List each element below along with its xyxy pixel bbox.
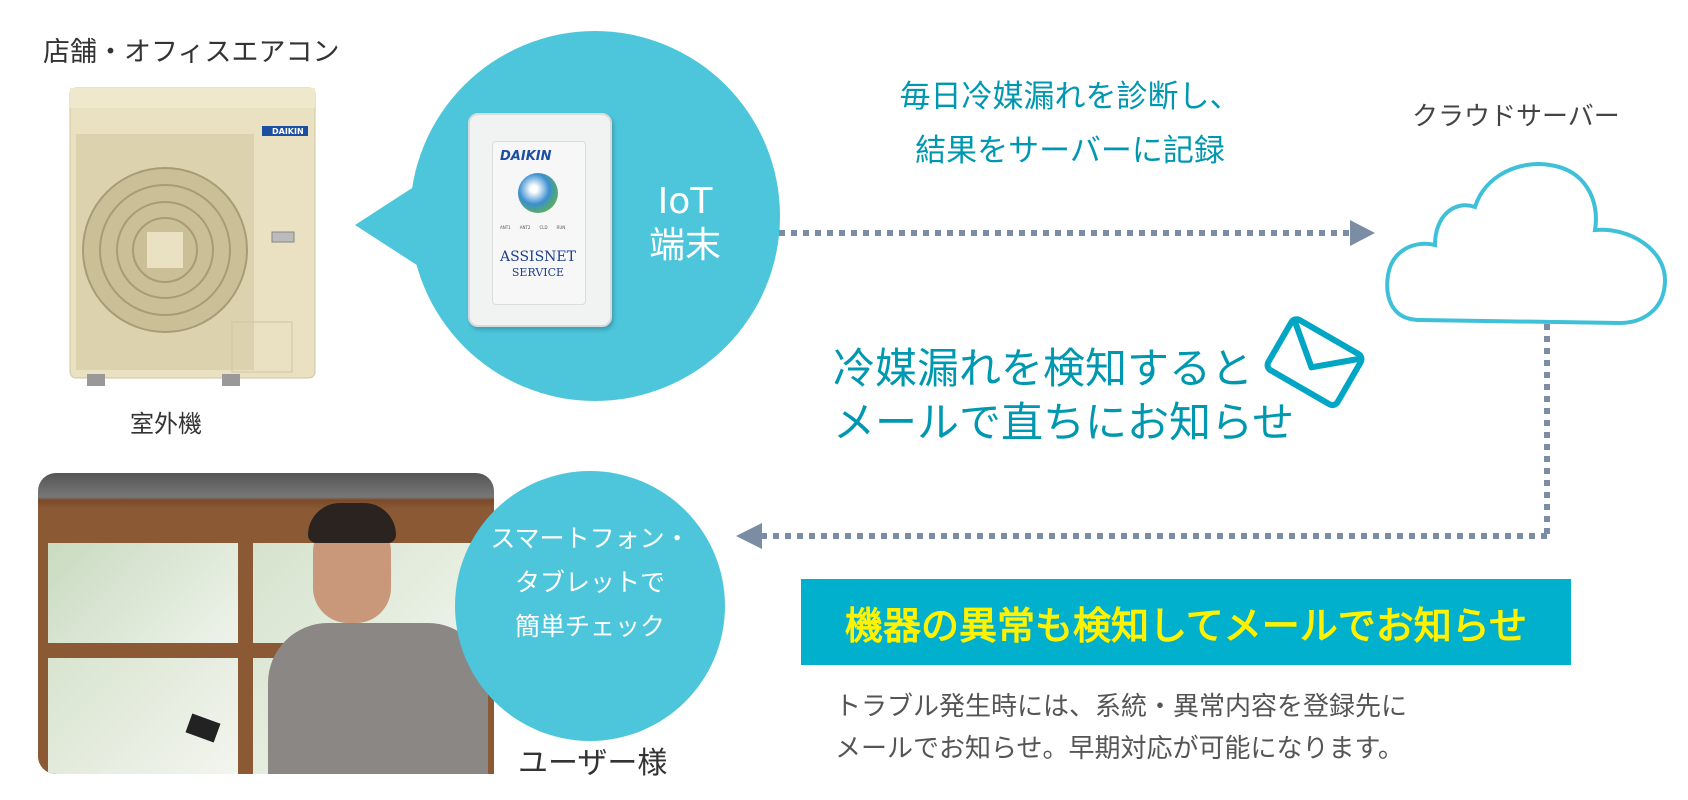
- anomaly-banner: 機器の異常も検知してメールでお知らせ: [801, 579, 1571, 665]
- upload-line2: 結果をサーバーに記録: [915, 133, 1225, 169]
- user-bubble-text: スマートフォン・ タブレットで 簡単チェック: [455, 517, 725, 649]
- upload-line1: 毎日冷媒漏れを診断し、: [899, 79, 1241, 115]
- notify-line1: 冷媒漏れを検知すると: [833, 344, 1254, 393]
- aircon-title: 店舗・オフィスエアコン: [43, 37, 340, 68]
- description-line2: メールでお知らせ。早期対応が可能になります。: [835, 734, 1404, 764]
- assisnet-logo-icon: [518, 173, 558, 213]
- aircon-brand: DAIKIN: [272, 127, 304, 136]
- device-brand: DAIKIN: [500, 149, 552, 164]
- envelope-icon: [1264, 316, 1365, 409]
- iot-label-line2: 端末: [648, 225, 721, 266]
- user-photo: [38, 473, 494, 774]
- upload-description: 毎日冷媒漏れを診断し、 結果をサーバーに記録: [860, 70, 1280, 178]
- user-speech-bubble: [455, 471, 725, 741]
- user-bubble-line2: タブレットで: [514, 568, 665, 597]
- led-ant1: ANT1: [500, 225, 511, 230]
- user-caption: ユーザー様: [518, 746, 668, 781]
- user-bubble-line1: スマートフォン・: [490, 524, 690, 553]
- device-name-line2: SERVICE: [511, 266, 565, 279]
- iot-label-line1: IoT: [657, 181, 713, 222]
- led-ant2: ANT2: [519, 225, 531, 230]
- cloud-label: クラウドサーバー: [1412, 102, 1620, 132]
- description-line1: トラブル発生時には、系統・異常内容を登録先に: [835, 692, 1408, 722]
- description: トラブル発生時には、系統・異常内容を登録先に メールでお知らせ。早期対応が可能に…: [835, 686, 1407, 770]
- arrow-left-icon: [736, 324, 1550, 549]
- notify-description: 冷媒漏れを検知すると メールで直ちにお知らせ: [833, 342, 1294, 450]
- cloud-icon: [1385, 162, 1668, 326]
- arrow-right-icon: [779, 220, 1375, 246]
- iot-label: IoT 端末: [640, 180, 730, 268]
- iot-device-image: DAIKIN ANT1 ANT2 CLD RUN ASSISNET SERVIC…: [468, 113, 612, 327]
- led-cld: CLD: [539, 225, 548, 230]
- outdoor-unit-image: DAIKIN: [69, 87, 316, 386]
- device-name-line1: ASSISNET: [500, 249, 576, 265]
- notify-line2: メールで直ちにお知らせ: [833, 398, 1295, 447]
- user-bubble-line3: 簡単チェック: [514, 612, 665, 641]
- aircon-caption: 室外機: [130, 410, 202, 438]
- led-run: RUN: [556, 225, 566, 230]
